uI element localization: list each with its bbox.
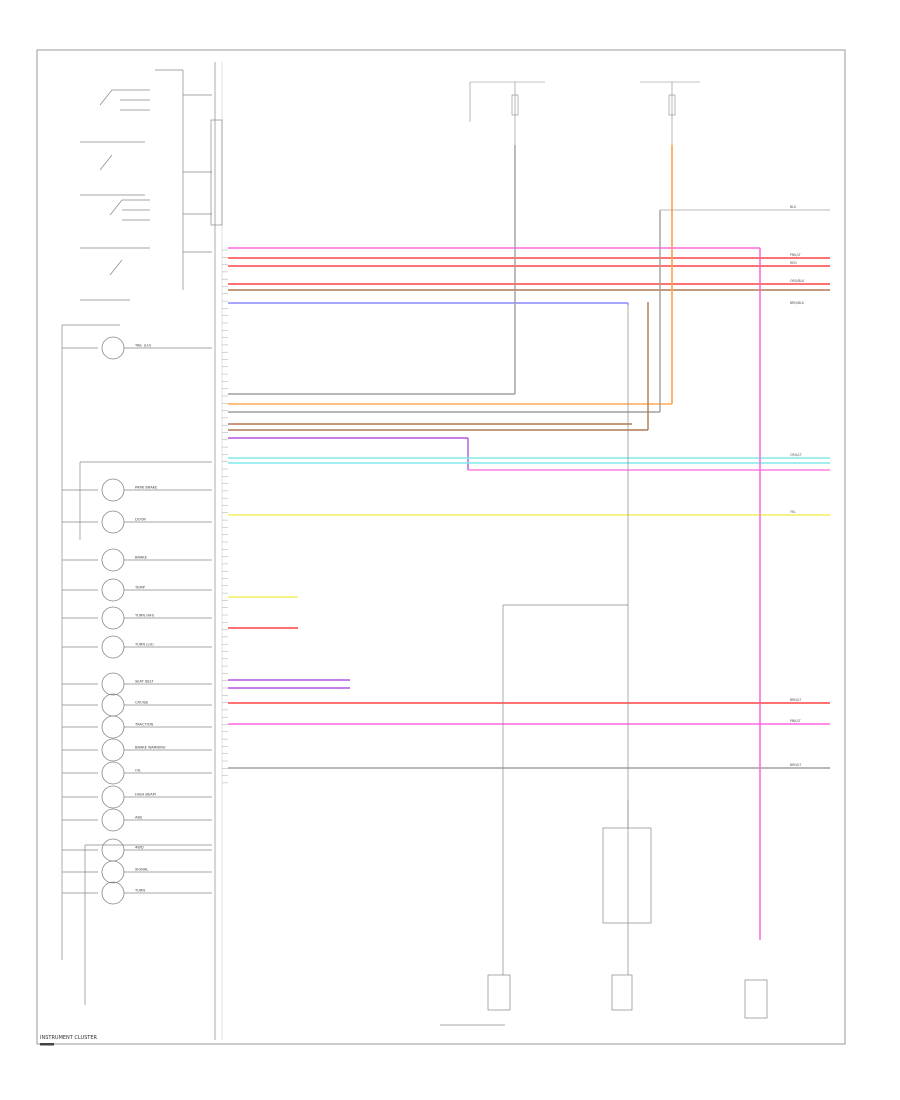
indicator-lamp: TEMP [62,578,212,602]
terminal-label: ORG/LT [790,453,802,457]
lamp-label: ABS [135,816,143,820]
diagram-frame [36,49,846,1045]
indicator-lamp: 4WD [62,838,212,862]
terminal-label: BRN/LT [790,763,801,767]
fuse-block-right [640,81,700,145]
lamp-label: BRAKE WARNING [135,746,166,750]
lamp-bulb-icon [101,578,125,602]
indicator-lamp: DOOR [62,510,212,534]
lamp-bulb-icon [101,336,125,360]
terminal-label: BRN/BLK [790,301,805,305]
indicator-lamps: TAIL (LH) PARK BRAKE DOOR BRAKE TEMP TURN (RH… [62,336,212,905]
indicator-lamp: HIGH BEAM [62,785,212,809]
lamp-bulb-icon [101,606,125,630]
indicator-lamp: TURN (LH) [62,635,212,659]
indicator-lamp: TAIL (LH) [62,336,212,360]
indicator-lamp: SEAT BELT [62,672,212,696]
terminal-label: ORG/BLK [790,279,805,283]
lamp-bulb-icon [101,478,125,502]
indicator-lamp: CRUISE [62,693,212,717]
lamp-label: SIGNAL [135,868,148,872]
lamp-label: OIL [135,769,141,773]
lamp-bulb-icon [101,860,125,884]
lamp-bulb-icon [101,548,125,572]
indicator-lamp: OIL [62,761,212,785]
terminal-label: PNK/LT [790,719,801,723]
lamp-label: TURN (RH) [134,614,155,618]
left-indicator-column [61,324,212,1005]
indicator-lamp: BRAKE WARNING [62,738,212,762]
terminal-label: RED [790,261,797,265]
lamp-label: 4WD [135,846,144,850]
lamp-bulb-icon [101,510,125,534]
fuse-block-left [469,81,545,145]
diagram-caption: INSTRUMENT CLUSTER [40,1035,98,1041]
bottom-component-switches [440,305,768,1026]
lamp-bulb-icon [101,715,125,739]
lamp-bulb-icon [101,881,125,905]
lamp-bulb-icon [101,672,125,696]
lamp-label: BRAKE [135,556,148,560]
lamp-bulb-icon [101,785,125,809]
terminal-label: BRN/LT [790,698,801,702]
cluster-connector [210,62,223,1040]
indicator-lamp: TRACTION [62,715,212,739]
lamp-bulb-icon [101,738,125,762]
lamp-label: TURN (LH) [134,643,154,647]
lamp-bulb-icon [101,838,125,862]
indicator-lamp: BRAKE [62,548,212,572]
connector-pin-labels [222,249,228,784]
lamp-label: TURN [134,889,145,893]
lamp-label: HIGH BEAM [135,793,156,797]
terminal-label: YEL [790,510,796,514]
lamp-label: TRACTION [134,723,154,727]
lamp-label: TAIL (LH) [134,344,152,348]
lamp-label: SEAT BELT [135,680,154,684]
lamp-label: CRUISE [135,701,149,705]
lamp-label: TEMP [134,586,146,590]
indicator-lamp: PARK BRAKE [62,478,212,502]
indicator-lamp: TURN [62,881,212,905]
lamp-label: PARK BRAKE [135,486,158,490]
lamp-bulb-icon [101,635,125,659]
caption-underline [40,1043,54,1046]
wire-runs: BLK PNK/LT RED ORG/BLK BRN/BLK ORG/LT YEL BRN/L… [228,145,830,940]
lamp-bulb-icon [101,808,125,832]
lamp-label: DOOR [135,518,146,522]
indicator-lamp: ABS [62,808,212,832]
top-left-switches [80,69,212,301]
lamp-bulb-icon [101,693,125,717]
terminal-label: PNK/LT [790,253,801,257]
indicator-lamp: SIGNAL [62,860,212,884]
terminal-label: BLK [790,205,797,209]
lamp-bulb-icon [101,761,125,785]
indicator-lamp: TURN (RH) [62,606,212,630]
